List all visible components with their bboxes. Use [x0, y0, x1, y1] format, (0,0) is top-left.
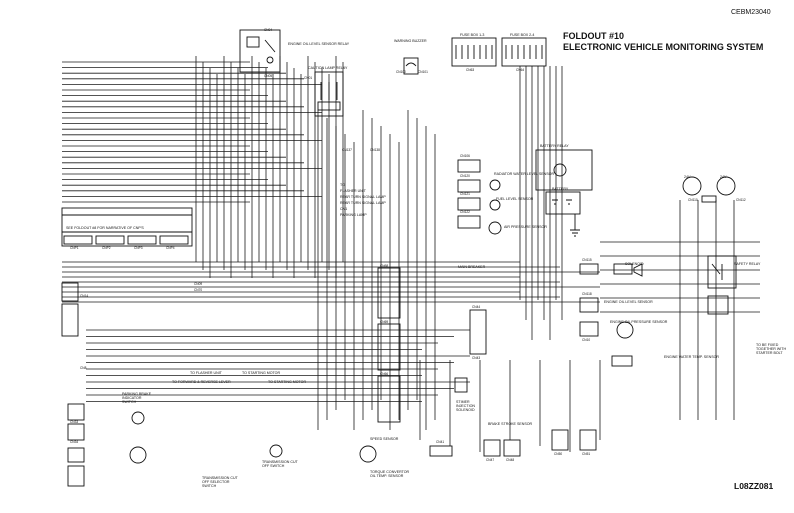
alternators [682, 176, 736, 203]
parking-lamp-label: PARKING LAMP [340, 213, 367, 217]
to-starting-motor-2-label: TO STARTING MOTOR [268, 380, 307, 384]
diagram-title: ELECTRONIC VEHICLE MONITORING SYSTEM [563, 42, 764, 52]
warning-buzzer [403, 57, 419, 75]
upper-left-bundle [61, 207, 193, 247]
fuse-boxes [451, 37, 547, 67]
trans-cutoff-switch-label: TRANSMISSION CUT OFF SWITCH [262, 460, 298, 468]
drawing-code: L08ZZ081 [734, 481, 774, 491]
controller-blocks [377, 267, 487, 423]
rear-turn-lamp-2-label: REAR TURN SIGNAL LAMP [340, 201, 386, 205]
connector-label: CN64 [516, 68, 525, 72]
brake-stroke-sensor-label: BRAKE STROKE SENSOR [488, 422, 533, 426]
engine-sensors [579, 263, 643, 367]
connector-label: CN10 [582, 338, 591, 342]
stimer-solenoid-label: STIMER INJECTION SOLENOID [456, 400, 475, 412]
engine-oil-sensor-label: ENGINE OIL LEVEL SENSOR [604, 300, 653, 304]
connector-label: CN51 [582, 452, 591, 456]
battery-relay-label: BATTERY RELAY [540, 144, 569, 148]
connector-label: CN106 [460, 154, 470, 158]
radiator-sensor-label: RADIATOR WATER LEVEL SENSOR [494, 172, 555, 176]
connector-label: CN68 [380, 264, 389, 268]
connector-label: CN50 [554, 452, 563, 456]
flasher-unit-label: FLASHER UNIT [340, 189, 366, 193]
connector-label: CN05 [264, 74, 273, 78]
air-pressure-sensor-label: AIR PRESSURE SENSOR [504, 225, 547, 229]
connector-label: CN118 [582, 292, 592, 296]
connector-label: CN01 [304, 76, 313, 80]
connector-label: CN14 [80, 294, 89, 298]
connector-label: CN8 [80, 366, 87, 370]
connector-label: CN34 [70, 440, 79, 444]
cnp2-label: CNP2 [102, 246, 111, 250]
connector-label: CN112 [736, 198, 746, 202]
foldout-number: FOLDOUT #10 [563, 31, 625, 41]
safety-relay [707, 255, 737, 315]
connector-label: CN04 [264, 28, 273, 32]
engine-oil-relay-label: ENGINE OIL LEVEL SENSOR RELAY [288, 42, 350, 46]
speed-sensor-label: SPEED SENSOR [370, 437, 399, 441]
connector-label: CN63 [466, 68, 475, 72]
connector-label: CN43 [472, 356, 481, 360]
solenoid-label: SOLENOID [625, 262, 644, 266]
fixed-together-note: TO BE FIXED TOGETHER WITH STARTER BOLT [756, 343, 787, 355]
bottom-sensors [129, 411, 597, 464]
connector-label: CN122 [460, 210, 470, 214]
see-foldout-note: SEE FOLDOUT #8 FOR NARRATIVE OF CNP'S [66, 226, 144, 230]
connector-label: CN120 [460, 174, 470, 178]
alternator-1-voltage: 24V [684, 175, 691, 179]
connector-label: CN44 [472, 305, 481, 309]
connector-label: CN41 [436, 440, 445, 444]
warning-buzzer-label: WARNING BUZZER [394, 39, 427, 43]
sensor-cluster [457, 159, 502, 235]
caution-lamp-relay [314, 71, 344, 117]
connector-label: CN110 [688, 198, 698, 202]
rear-turn-lamp-1-label: REAR TURN SIGNAL LAMP [340, 195, 386, 199]
connector-label: CN115 [582, 258, 592, 262]
engine-water-temp-label: ENGINE WATER TEMP. SENSOR [664, 355, 719, 359]
connector-label: CN47 [486, 458, 495, 462]
torque-converter-label: TORQUE CONVERTOR OIL TEMP. SENSOR [370, 470, 410, 478]
engine-oil-pressure-label: ENGINE OIL PRESSURE SENSOR [610, 320, 668, 324]
fuel-sensor-label: FUEL LEVEL SENSOR [496, 197, 534, 201]
connector-label: CN100 [396, 70, 406, 74]
caution-lamp-relay-label: CAUTION LAMP RELAY [308, 66, 348, 70]
connector-label: CN48 [506, 458, 515, 462]
parking-brake-label: PARKING BRAKE INDICATOR SWITCH [122, 392, 152, 404]
trans-cutoff-selector-label: TRANSMISSION CUT OFF SELECTOR SWITCH [202, 476, 238, 488]
left-connectors [61, 282, 85, 487]
to-flasher-label: TO FLASHER UNIT [190, 371, 222, 375]
to-forward-reverse-label: TO FORWARD & REVERSE LEVER [172, 380, 231, 384]
connector-label: CN101 [418, 70, 428, 74]
cn1-label: CN1 [340, 207, 348, 211]
fuse-box-1-label: FUSE BOX 1-3 [460, 33, 485, 37]
connector-label: CN138 [370, 148, 380, 152]
connector-label: CN121 [460, 192, 470, 196]
to-starting-motor-1-label: TO STARTING MOTOR [242, 371, 281, 375]
connector-label: CN09 [194, 282, 203, 286]
cnp3-label: CNP3 [134, 246, 143, 250]
alternator-2-voltage: 24V [720, 175, 727, 179]
cnp1-label: CNP1 [70, 246, 79, 250]
safety-relay-label: SAFETY RELAY [734, 262, 761, 266]
flasher-to-label: TO [340, 183, 345, 187]
connector-label: CN70 [194, 288, 203, 292]
battery-label: BATTERY [552, 187, 569, 191]
connector-label: CN66 [380, 372, 389, 376]
battery-assembly [535, 149, 593, 237]
connector-label: CN69 [380, 320, 389, 324]
main-breaker-label: MAIN BREAKER [458, 265, 486, 269]
cnp4-label: CNP4 [166, 246, 175, 250]
connector-label: CN137 [342, 148, 352, 152]
engine-oil-relay [239, 29, 281, 73]
document-code: CEBM23040 [731, 9, 771, 16]
fuse-box-2-label: FUSE BOX 2-4 [510, 33, 535, 37]
connector-label: CN33 [70, 420, 79, 424]
